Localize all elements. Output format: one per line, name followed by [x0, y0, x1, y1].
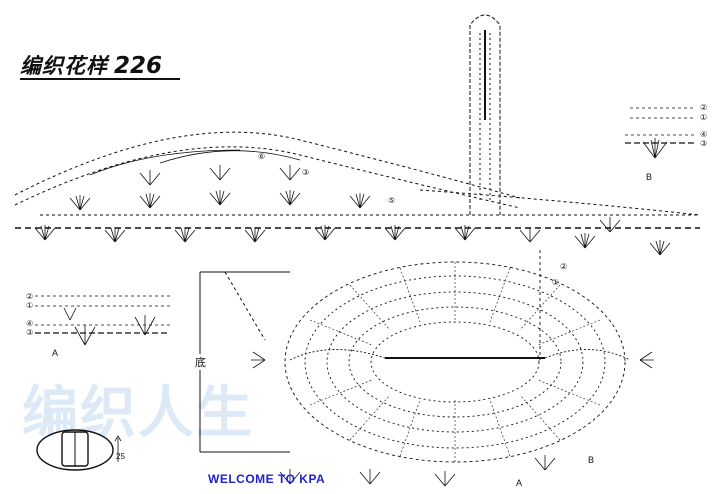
- row-marker-b-1: ①: [700, 113, 708, 122]
- row-marker-1b: ①: [552, 278, 560, 287]
- bottom-fans: [251, 351, 654, 487]
- bottom-b-label: B: [588, 455, 595, 465]
- bag-thumbnail: [36, 429, 122, 471]
- bottom-a-label: A: [516, 478, 523, 488]
- base-label: 底: [194, 354, 207, 370]
- base-dimension: [199, 271, 290, 453]
- diagram-a: [35, 295, 170, 346]
- row-marker-5: ⑤: [388, 196, 396, 205]
- row-marker-3: ③: [26, 328, 34, 337]
- diagram-b: [625, 107, 695, 159]
- fan-stitches: [34, 165, 671, 256]
- row-marker-b-4: ④: [700, 130, 708, 139]
- row-marker-4: ④: [26, 319, 34, 328]
- dimension-label: 25: [116, 452, 125, 461]
- row-marker-b-3: ③: [700, 139, 708, 148]
- handle-strap: [469, 14, 501, 215]
- diagram-a-label: A: [52, 348, 59, 358]
- row-marker-3b: ③: [302, 168, 310, 177]
- oval-base: [284, 250, 631, 463]
- row-marker-b-2: ②: [700, 103, 708, 112]
- radial-stitches: [309, 262, 601, 462]
- upper-border: [14, 131, 701, 229]
- row-marker-1: ①: [26, 301, 34, 310]
- row-marker-2: ②: [26, 292, 34, 301]
- row-marker-6: ⑥: [258, 152, 266, 161]
- title-number: 226: [114, 53, 163, 79]
- welcome-link[interactable]: WELCOME TO KPA: [208, 472, 326, 486]
- title-underline: [20, 78, 180, 80]
- title-text: 编织花样: [20, 54, 108, 78]
- row-marker-2b: ②: [560, 262, 568, 271]
- diagram-b-label: B: [646, 172, 653, 182]
